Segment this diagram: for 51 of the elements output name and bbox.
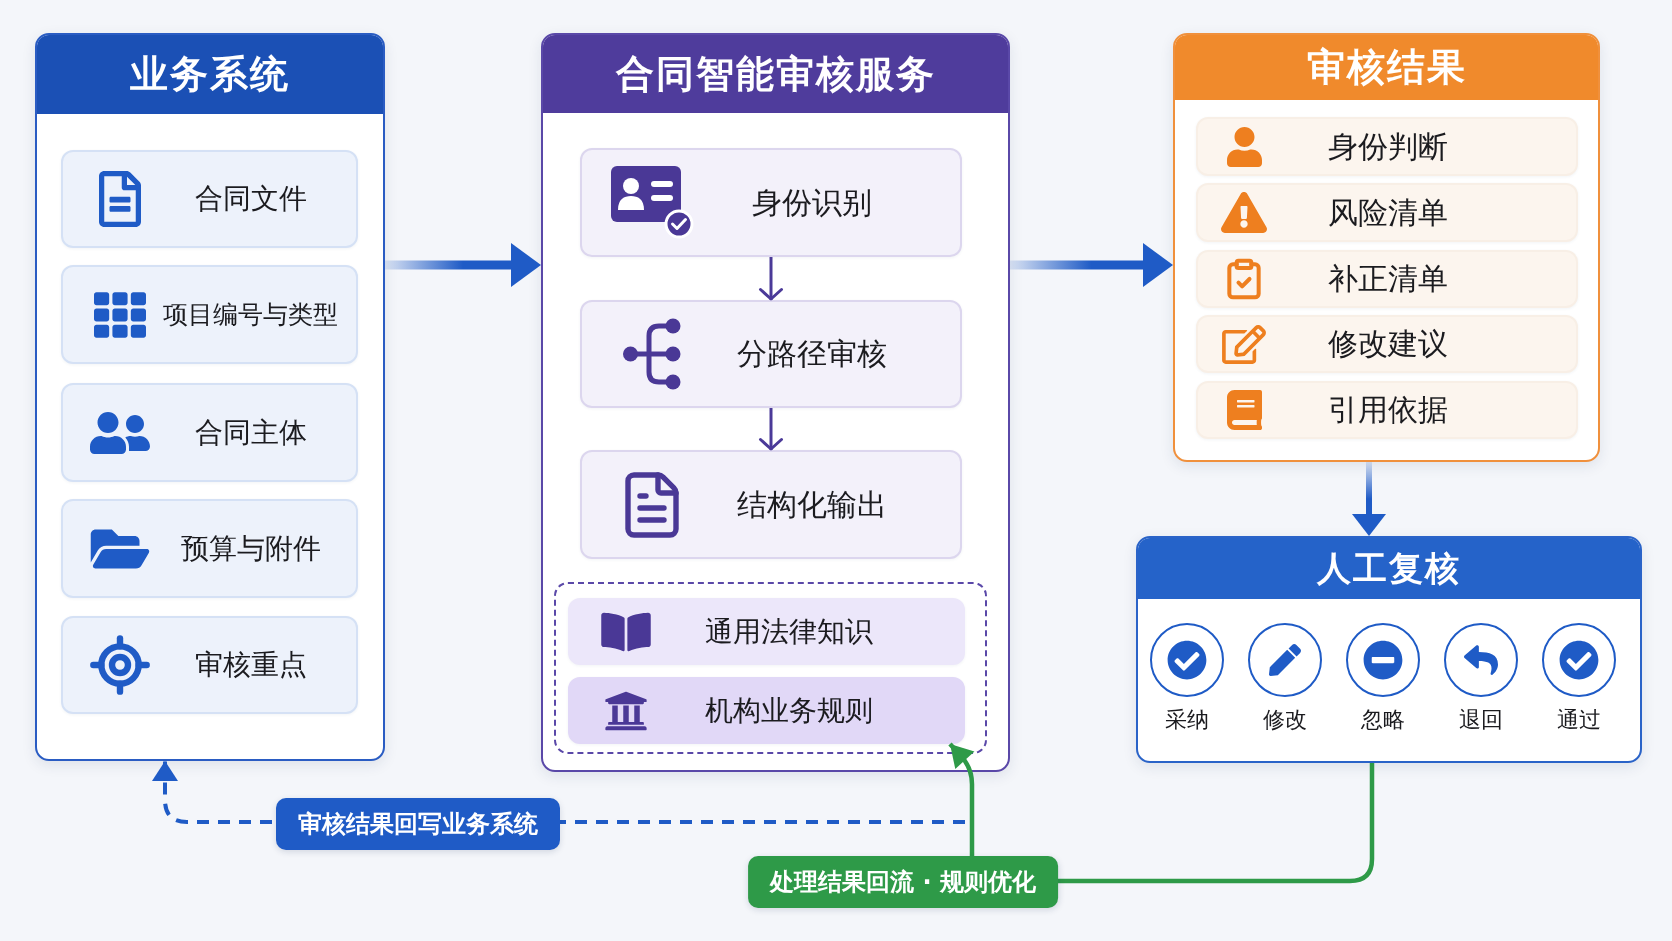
arrow: [759, 257, 783, 301]
item-card: [1196, 183, 1578, 242]
item-card: [61, 150, 358, 248]
item-label: 机构业务规则: [704, 693, 873, 728]
item-label: 合同文件: [194, 182, 307, 216]
item-label: 修改建议: [1328, 326, 1448, 362]
item-label: 合同主体: [194, 415, 307, 450]
item-card: [580, 300, 962, 408]
item-label: 分路径审核: [737, 336, 887, 372]
item-label: 项目编号与类型: [163, 299, 338, 330]
arrow: [385, 243, 541, 287]
item-card: [1196, 250, 1578, 308]
item-label: 风险清单: [1328, 194, 1448, 231]
item-label: 预算与附件: [180, 531, 321, 566]
arrow: [1352, 462, 1386, 536]
panel: [541, 33, 1010, 772]
panel-header: 业务系统: [37, 35, 383, 114]
item-label: 引用依据: [1328, 392, 1448, 428]
item-label: 身份识别: [752, 184, 872, 221]
item-label: 结构化输出: [737, 486, 887, 523]
option-label: 采纳: [1165, 707, 1209, 734]
panel: [1136, 536, 1642, 763]
panel-header: 审核结果: [1175, 35, 1598, 100]
item-card: [580, 148, 962, 257]
option-label: 修改: [1263, 707, 1307, 734]
option-label: 忽略: [1361, 707, 1405, 734]
option-label: 通过: [1557, 707, 1601, 734]
item-card: [61, 499, 358, 598]
arrow: [759, 408, 783, 451]
dashed-frame: [554, 582, 987, 754]
item-label: 审核重点: [194, 648, 307, 682]
edge-label: 处理结果回流 · 规则优化: [748, 856, 1058, 908]
panel-header: 人工复核: [1138, 538, 1640, 599]
panel: [1173, 33, 1600, 462]
item-card: [1196, 381, 1578, 439]
panel: [35, 33, 385, 761]
item-label: 补正清单: [1328, 261, 1448, 297]
item-card: [568, 677, 965, 744]
item-card: [1196, 117, 1578, 176]
item-card: [1196, 315, 1578, 373]
item-card: [61, 616, 358, 714]
item-label: 通用法律知识: [704, 614, 873, 649]
item-card: [61, 265, 358, 364]
panel-header: 合同智能审核服务: [543, 35, 1008, 113]
arrow: [1010, 243, 1173, 287]
item-card: [61, 383, 358, 482]
item-card: [568, 598, 965, 665]
item-card: [580, 450, 962, 559]
item-label: 身份判断: [1328, 128, 1448, 165]
option-label: 退回: [1459, 707, 1503, 734]
edge-label: 审核结果回写业务系统: [276, 798, 560, 850]
